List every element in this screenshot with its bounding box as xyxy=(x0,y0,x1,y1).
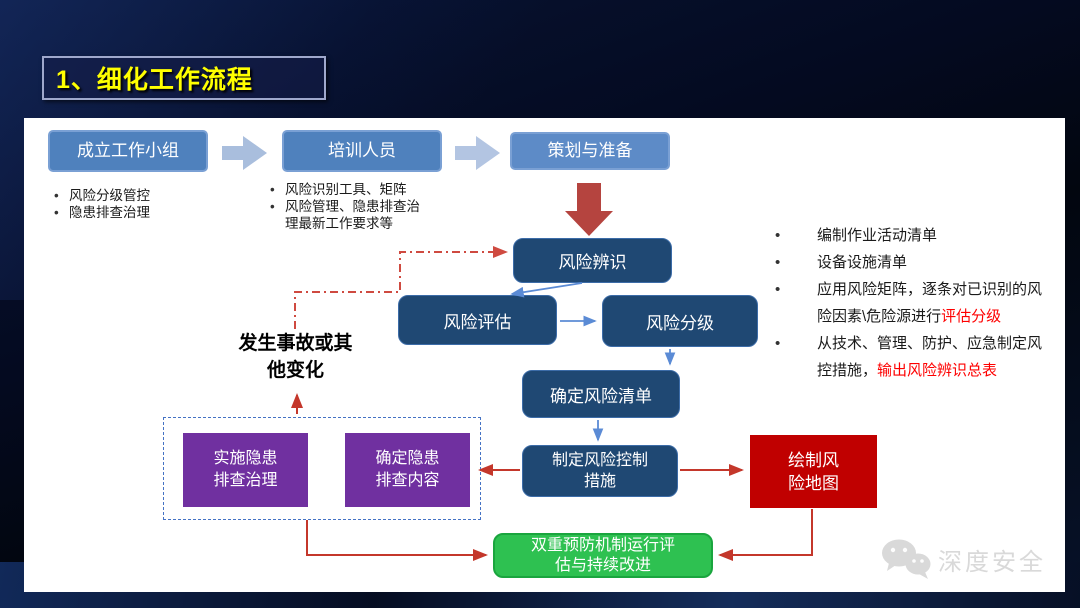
watermark: 深度安全 xyxy=(880,538,1046,580)
right-notes-list: 编制作业活动清单 设备设施清单 应用风险矩阵，逐条对已识别的风险因素\危险源进行… xyxy=(765,222,1050,384)
note-text-highlight: 输出风险辨识总表 xyxy=(877,362,998,379)
wechat-icon xyxy=(882,539,931,579)
list-item: 隐患排查治理 xyxy=(52,204,202,221)
flow-box-risk-grading: 风险分级 xyxy=(602,295,758,347)
list-item: 编制作业活动清单 xyxy=(765,222,1050,249)
flow-box-risk-list: 确定风险清单 xyxy=(522,370,680,418)
note-text: 编制作业活动清单 xyxy=(817,227,938,244)
flow-box-label: 双重预防机制运行评估与持续改进 xyxy=(530,536,675,574)
list-item: 设备设施清单 xyxy=(765,249,1050,276)
list-item: 应用风险矩阵，逐条对已识别的风险因素\危险源进行评估分级 xyxy=(765,276,1050,330)
watermark-text: 深度安全 xyxy=(938,548,1046,576)
step-box-train-personnel: 培训人员 xyxy=(282,130,442,172)
flow-box-label: 绘制风险地图 xyxy=(788,450,839,493)
slide-title: 1、细化工作流程 xyxy=(56,66,253,94)
note-text: 应用风险矩阵，逐条对已识别的风险因素\危险源进行 xyxy=(817,281,1043,325)
flow-box-risk-identification: 风险辨识 xyxy=(513,238,672,283)
train-personnel-bullets: 风险识别工具、矩阵 风险管理、隐患排查治理最新工作要求等 xyxy=(268,181,420,232)
flow-box-label: 实施隐患排查治理 xyxy=(213,450,278,489)
list-item: 风险分级管控 xyxy=(52,187,202,204)
slide-title-box: 1、细化工作流程 xyxy=(42,56,326,100)
flow-box-implement-hidden-danger: 实施隐患排查治理 xyxy=(183,433,308,507)
note-text: 设备设施清单 xyxy=(817,254,908,271)
note-text-highlight: 评估分级 xyxy=(941,308,1002,325)
list-item: 风险管理、隐患排查治理最新工作要求等 xyxy=(268,198,420,232)
flow-box-risk-control-measures: 制定风险控制措施 xyxy=(522,445,678,497)
flow-box-define-hidden-danger: 确定隐患排查内容 xyxy=(345,433,470,507)
accident-change-note: 发生事故或其他变化 xyxy=(238,333,353,381)
flow-box-risk-assessment: 风险评估 xyxy=(398,295,557,345)
flow-box-dual-prevention: 双重预防机制运行评估与持续改进 xyxy=(493,533,713,578)
list-item: 风险识别工具、矩阵 xyxy=(268,181,420,198)
establish-team-bullets: 风险分级管控 隐患排查治理 xyxy=(52,187,202,221)
step-box-establish-team: 成立工作小组 xyxy=(48,130,208,172)
list-item: 从技术、管理、防护、应急制定风控措施，输出风险辨识总表 xyxy=(765,330,1050,384)
flow-box-label: 制定风险控制措施 xyxy=(551,452,648,490)
flow-box-label: 确定隐患排查内容 xyxy=(375,450,440,489)
step-box-plan-prepare: 策划与准备 xyxy=(510,132,670,170)
note-text: 从技术、管理、防护、应急制定风控措施， xyxy=(817,335,1043,379)
flow-box-risk-map: 绘制风险地图 xyxy=(750,435,877,508)
